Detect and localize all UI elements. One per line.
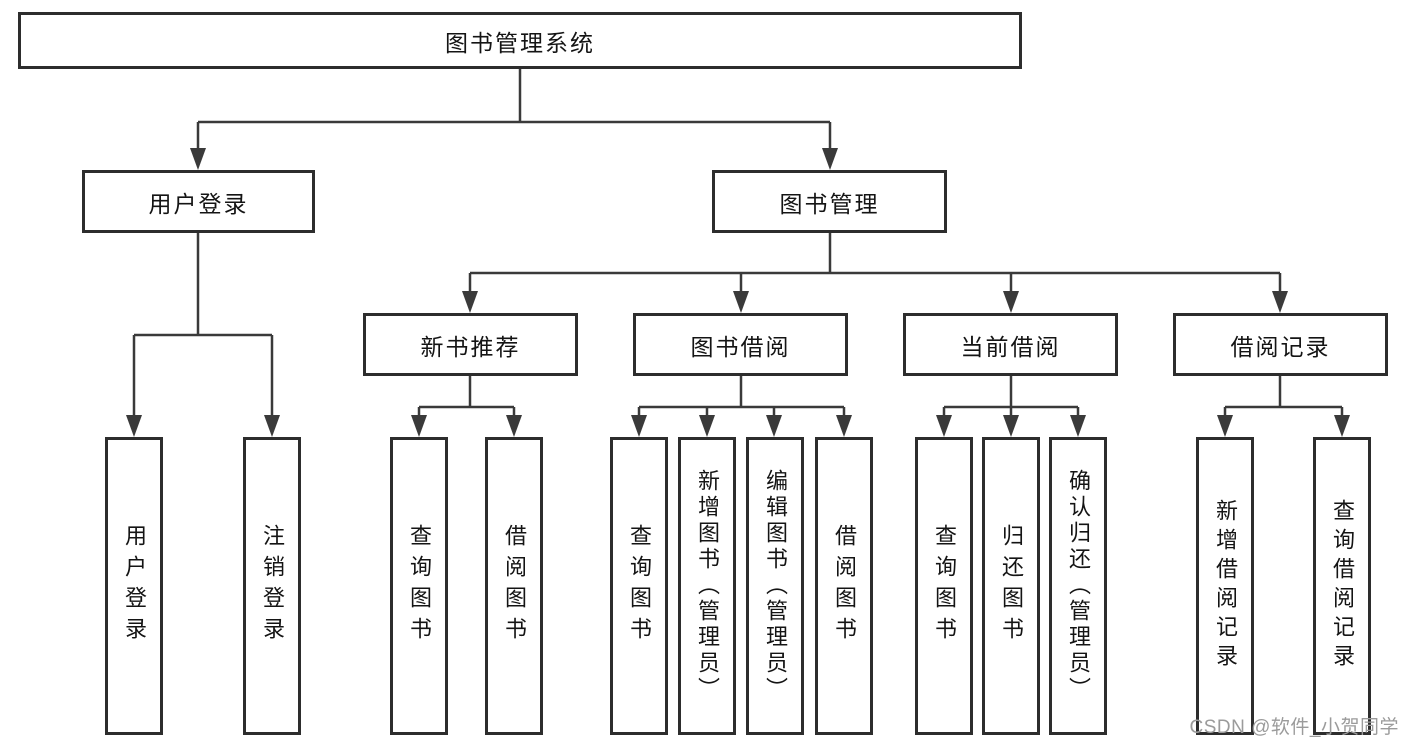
connector-current-to-leaves: [936, 376, 1086, 437]
node-label: 用户登录: [122, 524, 147, 648]
leaf-logout: 注销登录: [243, 437, 301, 735]
arrowhead: [822, 148, 838, 170]
arrowhead: [733, 291, 749, 313]
leaf-edit-book-admin: 编辑图书（管理员）: [746, 437, 804, 735]
leaf-confirm-return-admin: 确认归还（管理员）: [1049, 437, 1107, 735]
arrowhead: [264, 415, 280, 437]
arrowhead: [506, 415, 522, 437]
arrowhead: [699, 415, 715, 437]
node-label: 编辑图书（管理员）: [763, 469, 788, 703]
node-label: 新增图书（管理员）: [695, 469, 720, 703]
arrowhead: [631, 415, 647, 437]
node-label: 用户登录: [148, 190, 249, 217]
connector-root-to-level2: [190, 69, 838, 170]
node-current-borrow: 当前借阅: [903, 313, 1118, 376]
arrowhead: [936, 415, 952, 437]
node-label: 归还图书: [999, 524, 1024, 648]
node-label: 查询借阅记录: [1330, 499, 1355, 673]
node-label: 查询图书: [407, 524, 432, 648]
leaf-query-borrow-record: 查询借阅记录: [1313, 437, 1371, 735]
arrowhead: [1217, 415, 1233, 437]
node-new-book-recommend: 新书推荐: [363, 313, 578, 376]
arrowhead: [462, 291, 478, 313]
connector-userlogin-to-leaves: [126, 233, 280, 437]
connector-newrec-to-leaves: [411, 376, 522, 437]
arrowhead: [766, 415, 782, 437]
leaf-user-login: 用户登录: [105, 437, 163, 735]
node-label: 图书借阅: [690, 333, 791, 360]
node-label: 图书管理: [779, 190, 880, 217]
connector-borrow-to-leaves: [631, 376, 852, 437]
arrowhead: [190, 148, 206, 170]
leaf-query-book-borrow: 查询图书: [610, 437, 668, 735]
node-label: 借阅图书: [502, 524, 527, 648]
arrowhead: [126, 415, 142, 437]
leaf-return-book: 归还图书: [982, 437, 1040, 735]
node-book-management: 图书管理: [712, 170, 947, 233]
node-label: 借阅记录: [1230, 333, 1331, 360]
node-label: 注销登录: [260, 524, 285, 648]
leaf-add-book-admin: 新增图书（管理员）: [678, 437, 736, 735]
node-book-borrow: 图书借阅: [633, 313, 848, 376]
node-root-system: 图书管理系统: [18, 12, 1022, 69]
node-label: 新增借阅记录: [1213, 499, 1238, 673]
node-borrow-record: 借阅记录: [1173, 313, 1388, 376]
leaf-query-book-recommend: 查询图书: [390, 437, 448, 735]
node-label: 图书管理系统: [445, 29, 595, 56]
leaf-query-book-current: 查询图书: [915, 437, 973, 735]
arrowhead: [1334, 415, 1350, 437]
csdn-watermark: CSDN @软件_小贺同学: [1189, 717, 1399, 738]
leaf-borrow-book: 借阅图书: [815, 437, 873, 735]
connector-bookmgmt-to-level3: [462, 233, 1288, 313]
connector-record-to-leaves: [1217, 376, 1350, 437]
arrowhead: [411, 415, 427, 437]
arrowhead: [1272, 291, 1288, 313]
node-label: 借阅图书: [832, 524, 857, 648]
node-label: 查询图书: [627, 524, 652, 648]
arrowhead: [1003, 291, 1019, 313]
leaf-borrow-book-recommend: 借阅图书: [485, 437, 543, 735]
arrowhead: [1070, 415, 1086, 437]
node-label: 确认归还（管理员）: [1066, 469, 1091, 703]
leaf-add-borrow-record: 新增借阅记录: [1196, 437, 1254, 735]
node-user-login: 用户登录: [82, 170, 315, 233]
arrowhead: [1003, 415, 1019, 437]
node-label: 当前借阅: [960, 333, 1061, 360]
node-label: 新书推荐: [420, 333, 521, 360]
node-label: 查询图书: [932, 524, 957, 648]
arrowhead: [836, 415, 852, 437]
